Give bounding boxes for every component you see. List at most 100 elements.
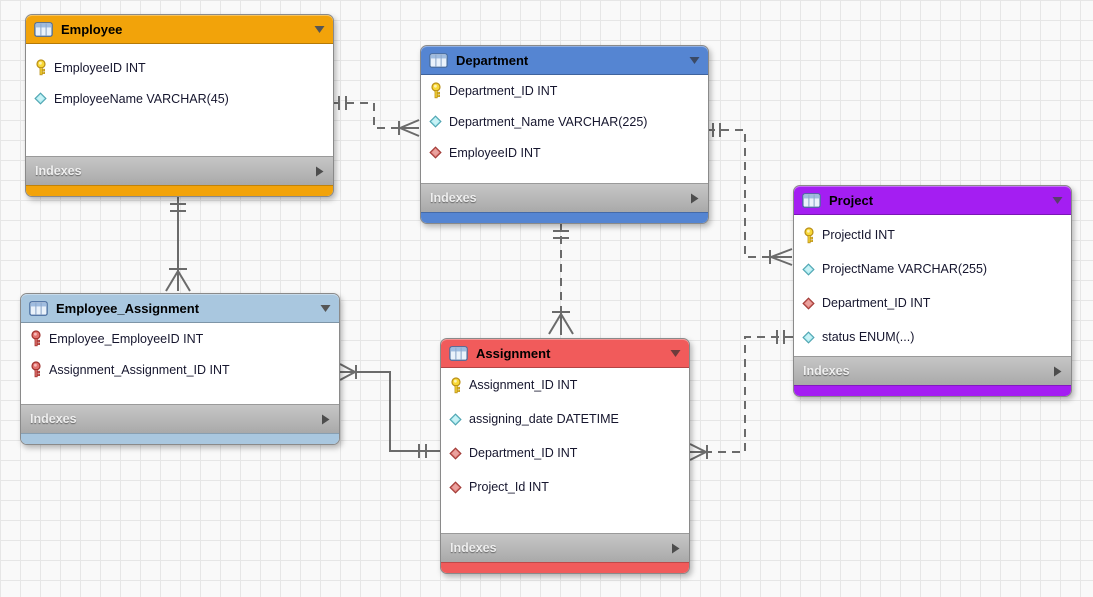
primary-key-icon bbox=[33, 59, 48, 76]
table-icon bbox=[29, 300, 48, 316]
attribute-icon bbox=[428, 115, 443, 128]
indexes-bar[interactable]: Indexes bbox=[26, 156, 333, 185]
field-row[interactable]: ProjectName VARCHAR(255) bbox=[794, 252, 1071, 286]
field-text: EmployeeID INT bbox=[54, 60, 146, 75]
primary-foreign-key-icon bbox=[28, 361, 43, 378]
indexes-label: Indexes bbox=[803, 364, 850, 378]
field-row[interactable]: Department_ID INT bbox=[421, 75, 708, 106]
relationship-department-project[interactable] bbox=[707, 123, 793, 266]
primary-foreign-key-icon bbox=[28, 330, 43, 347]
column-list: EmployeeID INT EmployeeName VARCHAR(45) bbox=[26, 44, 333, 156]
field-row[interactable]: EmployeeID INT bbox=[421, 137, 708, 168]
expand-arrow-icon[interactable] bbox=[321, 414, 330, 425]
table-icon bbox=[449, 345, 468, 361]
primary-key-icon bbox=[448, 376, 463, 394]
table-project-header[interactable]: Project bbox=[794, 186, 1071, 215]
table-title: Employee bbox=[61, 21, 123, 37]
table-employee[interactable]: Employee EmployeeID INT EmployeeName VAR… bbox=[25, 14, 334, 197]
table-icon bbox=[34, 21, 53, 37]
table-employee-assignment[interactable]: Employee_Assignment Employee_EmployeeID … bbox=[20, 293, 340, 445]
column-list: Assignment_ID INT assigning_date DATETIM… bbox=[441, 368, 689, 533]
indexes-label: Indexes bbox=[30, 412, 77, 426]
foreign-key-icon bbox=[428, 146, 443, 159]
table-footer-strip bbox=[421, 212, 708, 223]
field-text: Assignment_Assignment_ID INT bbox=[49, 362, 230, 377]
field-text: Department_ID INT bbox=[469, 446, 578, 460]
field-row[interactable]: Assignment_Assignment_ID INT bbox=[21, 354, 339, 385]
field-row[interactable]: Department_ID INT bbox=[794, 286, 1071, 320]
relationship-project-assignment[interactable] bbox=[689, 330, 793, 461]
field-text: status ENUM(...) bbox=[822, 330, 915, 344]
field-text: Department_Name VARCHAR(225) bbox=[449, 114, 648, 129]
foreign-key-icon bbox=[448, 480, 463, 494]
table-footer-strip bbox=[21, 433, 339, 444]
field-row[interactable]: Project_Id INT bbox=[441, 470, 689, 504]
table-title: Project bbox=[829, 192, 874, 208]
field-row[interactable]: Department_Name VARCHAR(225) bbox=[421, 106, 708, 137]
collapse-arrow-icon[interactable] bbox=[314, 25, 325, 34]
table-title: Employee_Assignment bbox=[56, 300, 200, 316]
column-list: Employee_EmployeeID INT Assignment_Assig… bbox=[21, 323, 339, 404]
column-list: ProjectId INT ProjectName VARCHAR(255) D… bbox=[794, 215, 1071, 356]
indexes-label: Indexes bbox=[450, 541, 497, 555]
field-text: Department_ID INT bbox=[449, 83, 558, 98]
column-list: Department_ID INT Department_Name VARCHA… bbox=[421, 75, 708, 183]
field-text: EmployeeID INT bbox=[449, 145, 541, 160]
relationship-department-assignment[interactable] bbox=[548, 222, 574, 335]
table-project[interactable]: Project ProjectId INT ProjectName VARCHA… bbox=[793, 185, 1072, 397]
table-title: Assignment bbox=[476, 345, 551, 361]
expand-arrow-icon[interactable] bbox=[1053, 366, 1062, 377]
table-icon bbox=[429, 52, 448, 68]
expand-arrow-icon[interactable] bbox=[690, 193, 699, 204]
field-row[interactable]: assigning_date DATETIME bbox=[441, 402, 689, 436]
field-row[interactable]: Department_ID INT bbox=[441, 436, 689, 470]
field-row[interactable]: status ENUM(...) bbox=[794, 320, 1071, 354]
field-text: ProjectId INT bbox=[822, 228, 895, 242]
expand-arrow-icon[interactable] bbox=[671, 543, 680, 554]
table-icon bbox=[802, 192, 821, 208]
indexes-bar[interactable]: Indexes bbox=[441, 533, 689, 562]
attribute-icon bbox=[801, 262, 816, 276]
field-text: EmployeeName VARCHAR(45) bbox=[54, 91, 229, 106]
foreign-key-icon bbox=[801, 296, 816, 310]
table-footer-strip bbox=[441, 562, 689, 573]
collapse-arrow-icon[interactable] bbox=[1052, 196, 1063, 205]
table-assignment-header[interactable]: Assignment bbox=[441, 339, 689, 368]
indexes-bar[interactable]: Indexes bbox=[21, 404, 339, 433]
field-text: assigning_date DATETIME bbox=[469, 412, 619, 426]
collapse-arrow-icon[interactable] bbox=[670, 349, 681, 358]
table-assignment[interactable]: Assignment Assignment_ID INT assigning_d… bbox=[440, 338, 690, 574]
primary-key-icon bbox=[801, 226, 816, 244]
expand-arrow-icon[interactable] bbox=[315, 166, 324, 177]
field-row[interactable]: EmployeeName VARCHAR(45) bbox=[26, 83, 333, 114]
indexes-bar[interactable]: Indexes bbox=[421, 183, 708, 212]
collapse-arrow-icon[interactable] bbox=[320, 304, 331, 313]
relationship-employee-department[interactable] bbox=[332, 96, 420, 137]
field-row[interactable]: EmployeeID INT bbox=[26, 52, 333, 83]
field-row[interactable]: ProjectId INT bbox=[794, 218, 1071, 252]
attribute-icon bbox=[33, 92, 48, 105]
table-title: Department bbox=[456, 52, 529, 68]
field-text: Employee_EmployeeID INT bbox=[49, 331, 204, 346]
indexes-label: Indexes bbox=[35, 164, 82, 178]
table-employee-header[interactable]: Employee bbox=[26, 15, 333, 44]
attribute-icon bbox=[801, 330, 816, 344]
attribute-icon bbox=[448, 412, 463, 426]
field-row[interactable]: Assignment_ID INT bbox=[441, 368, 689, 402]
table-footer-strip bbox=[26, 185, 333, 196]
indexes-label: Indexes bbox=[430, 191, 477, 205]
foreign-key-icon bbox=[448, 446, 463, 460]
collapse-arrow-icon[interactable] bbox=[689, 56, 700, 65]
table-footer-strip bbox=[794, 385, 1071, 396]
table-employee-assignment-header[interactable]: Employee_Assignment bbox=[21, 294, 339, 323]
field-row[interactable]: Employee_EmployeeID INT bbox=[21, 323, 339, 354]
relationship-assignment-employee-assignment[interactable] bbox=[339, 363, 440, 458]
relationship-employee-employee-assignment[interactable] bbox=[165, 196, 191, 292]
indexes-bar[interactable]: Indexes bbox=[794, 356, 1071, 385]
field-text: Assignment_ID INT bbox=[469, 378, 578, 392]
table-department[interactable]: Department Department_ID INT Department_… bbox=[420, 45, 709, 224]
primary-key-icon bbox=[428, 82, 443, 99]
table-department-header[interactable]: Department bbox=[421, 46, 708, 75]
